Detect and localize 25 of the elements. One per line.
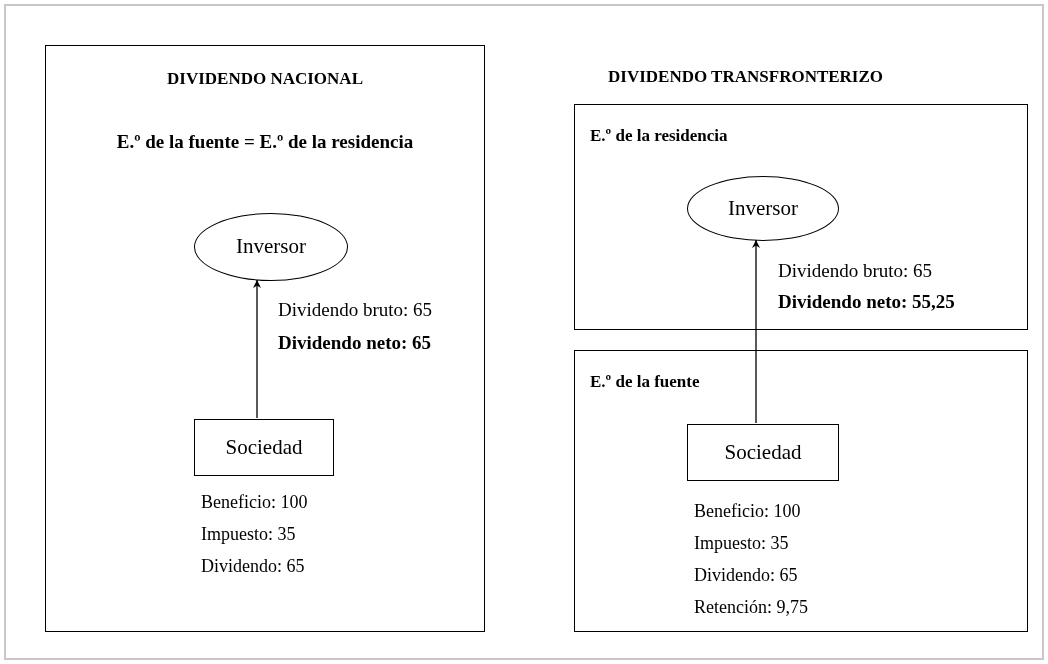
arrow [253,279,261,419]
amount-text: Dividendo neto: 65 [278,331,432,355]
node-label: Inversor [236,233,306,261]
beside-text: Impuesto: 35 [201,523,296,546]
arrow [752,239,760,424]
region-title: E.º de la residencia [590,125,728,147]
panel-box [45,45,485,632]
panel-title: DIVIDENDO NACIONAL [166,68,364,90]
panel-subtitle: E.º de la fuente = E.º de la residencia [115,130,415,154]
region-box [574,350,1028,632]
beside-text: Retención: 9,75 [694,596,808,619]
amount-text: Dividendo bruto: 65 [778,259,933,283]
amount-text: Dividendo neto: 55,25 [778,290,955,314]
beside-text: Beneficio: 100 [694,500,801,523]
beside-text: Beneficio: 100 [201,491,308,514]
amount-text: Dividendo bruto: 65 [278,298,433,322]
beside-text: Dividendo: 65 [201,555,305,578]
node-label: Sociedad [724,438,802,466]
section-title: DIVIDENDO TRANSFRONTERIZO [608,66,884,88]
beside-text: Impuesto: 35 [694,532,789,555]
node-label: Inversor [728,194,798,222]
region-title: E.º de la fuente [590,371,700,393]
beside-text: Dividendo: 65 [694,564,798,587]
node-label: Sociedad [225,433,303,461]
region-box [574,104,1028,330]
